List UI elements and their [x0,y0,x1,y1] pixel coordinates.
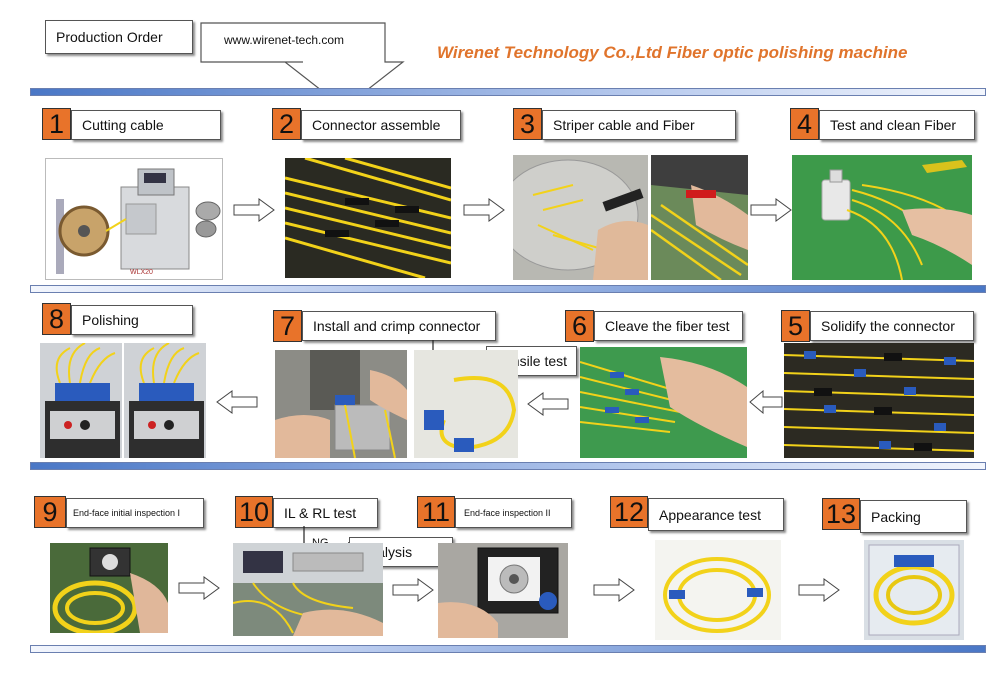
separator-bar-1 [30,88,986,96]
photo-polishing-2 [124,343,206,458]
step-8-number: 8 [42,303,71,335]
step-9-number: 9 [34,496,66,528]
step-1-number: 1 [42,108,71,140]
photo-striper-hands [651,155,748,280]
step-3-number: 3 [513,108,542,140]
step-7-number: 7 [273,310,302,342]
photo-test-clean [792,155,972,280]
step-7-label: Install and crimp connector [302,311,496,341]
photo-inspection-2 [438,543,568,638]
photo-connector-assemble [285,158,451,278]
arrow-right-6 [593,578,635,602]
photo-solidify [784,343,974,458]
step-12-label: Appearance test [648,498,784,531]
step-11-number: 11 [417,496,455,528]
separator-bar-4 [30,645,986,653]
step-6-number: 6 [565,310,594,342]
website-label: www.wirenet-tech.com [224,33,345,47]
step-2-label: Connector assemble [301,110,461,140]
photo-cleave [580,347,747,458]
page-title: Wirenet Technology Co.,Ltd Fiber optic p… [437,43,908,62]
photo-striper-tray [513,155,648,280]
photo-cutting-machine: WLX20 [45,158,223,280]
step-1-label: Cutting cable [71,110,221,140]
arrow-right-5 [392,578,434,602]
arrow-left-3 [749,390,783,414]
arrow-left-1 [216,390,258,414]
arrow-right-2 [463,198,505,222]
step-10-number: 10 [235,496,273,528]
step-9-label: End-face initial inspection I [66,498,204,528]
arrow-right-4 [178,576,220,600]
header-down-arrow [200,22,405,92]
arrow-right-1 [233,198,275,222]
step-13-label: Packing [860,500,967,533]
step-10-label: IL & RL test [273,498,378,528]
step-12-number: 12 [610,496,648,528]
production-order-box: Production Order [45,20,193,54]
photo-packing [864,540,964,640]
photo-polishing-1 [40,343,122,458]
step-8-label: Polishing [71,305,193,335]
production-order-label: Production Order [56,29,163,45]
photo-tensile [414,350,518,458]
separator-bar-2 [30,285,986,293]
photo-il-rl-test [233,543,383,636]
step-4-number: 4 [790,108,819,140]
photo-caption: WLX20 [130,269,153,276]
separator-bar-3 [30,462,986,470]
step-6-label: Cleave the fiber test [594,311,743,341]
step-4-label: Test and clean Fiber [819,110,975,140]
photo-appearance-test [655,540,781,640]
step-13-number: 13 [822,498,860,530]
arrow-right-3 [750,198,792,222]
step-11-label: End-face inspection II [455,498,572,528]
photo-inspection-1 [50,543,168,633]
step-5-label: Solidify the connector [810,311,974,341]
step-2-number: 2 [272,108,301,140]
step-3-label: Striper cable and Fiber [542,110,736,140]
step-5-number: 5 [781,310,810,342]
photo-crimp [275,350,407,458]
arrow-left-2 [527,392,569,416]
arrow-right-7 [798,578,840,602]
